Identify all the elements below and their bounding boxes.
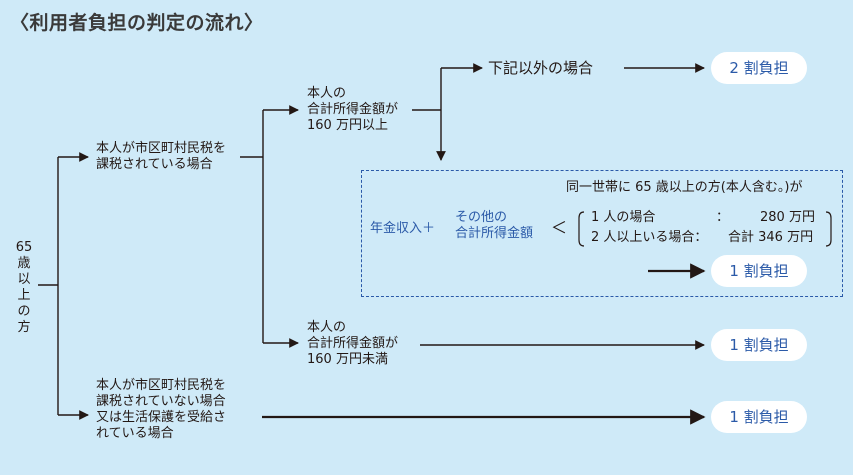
- income-high-line: 本人の: [307, 86, 347, 101]
- not-taxed-line: 本人が市区町村民税を: [96, 378, 227, 393]
- taxed-node: 本人が市区町村民税を 課税されている場合: [96, 141, 226, 173]
- not-taxed-node: 本人が市区町村民税を 課税されていない場合 又は生活保護を受給さ れている場合: [96, 378, 226, 442]
- row1-label: 1 人の場合: [591, 210, 656, 225]
- root-label-line: の: [17, 304, 31, 319]
- result-one-percent-not-taxed: 1 割負担: [711, 401, 807, 433]
- taxed-line: 課税されている場合: [96, 157, 213, 172]
- not-taxed-line: れている場合: [96, 426, 174, 441]
- other-income-label: その他の 合計所得金額: [455, 210, 533, 242]
- root-label-line: 65: [15, 240, 33, 255]
- not-taxed-line: 又は生活保護を受給さ: [96, 410, 227, 425]
- taxed-line: 本人が市区町村民税を: [96, 141, 227, 156]
- root-label-line: 上: [17, 288, 31, 303]
- root-label-line: 方: [17, 320, 31, 335]
- row1-value: 280 万円: [760, 210, 815, 225]
- household-condition-box: [361, 170, 843, 297]
- income-low-line: 合計所得金額が: [307, 336, 399, 351]
- income-low-line: 160 万円未満: [307, 352, 388, 367]
- left-brace: [578, 211, 585, 247]
- income-low-line: 本人の: [307, 320, 347, 335]
- not-taxed-line: 課税されていない場合: [96, 394, 226, 409]
- other-income-line: その他の: [455, 210, 508, 225]
- pension-label: 年金収入＋: [370, 221, 436, 236]
- household-header: 同一世帯に 65 歳以上の方(本人含む。)が: [566, 180, 803, 195]
- income-high-line: 合計所得金額が: [307, 102, 399, 117]
- result-two-percent: 2 割負担: [711, 52, 807, 84]
- row2-label: 2 人以上いる場合：: [591, 230, 708, 245]
- income-low-node: 本人の 合計所得金額が 160 万円未満: [307, 320, 398, 368]
- page-title: 〈利用者負担の判定の流れ〉: [10, 12, 264, 34]
- less-than-symbol: ＜: [551, 218, 568, 237]
- other-income-line: 合計所得金額: [455, 226, 534, 241]
- result-one-percent-low: 1 割負担: [711, 329, 807, 361]
- row2-value: 合計 346 万円: [728, 230, 814, 245]
- root-label: 65 歳 以 上 の 方: [14, 240, 34, 336]
- other-case-label: 下記以外の場合: [488, 59, 594, 77]
- row1-separator: ：: [716, 210, 730, 225]
- income-high-node: 本人の 合計所得金額が 160 万円以上: [307, 86, 398, 134]
- income-high-line: 160 万円以上: [307, 118, 388, 133]
- root-label-line: 歳: [17, 256, 31, 271]
- result-one-percent-household: 1 割負担: [711, 255, 807, 287]
- root-label-line: 以: [17, 272, 31, 287]
- right-brace: [825, 211, 832, 247]
